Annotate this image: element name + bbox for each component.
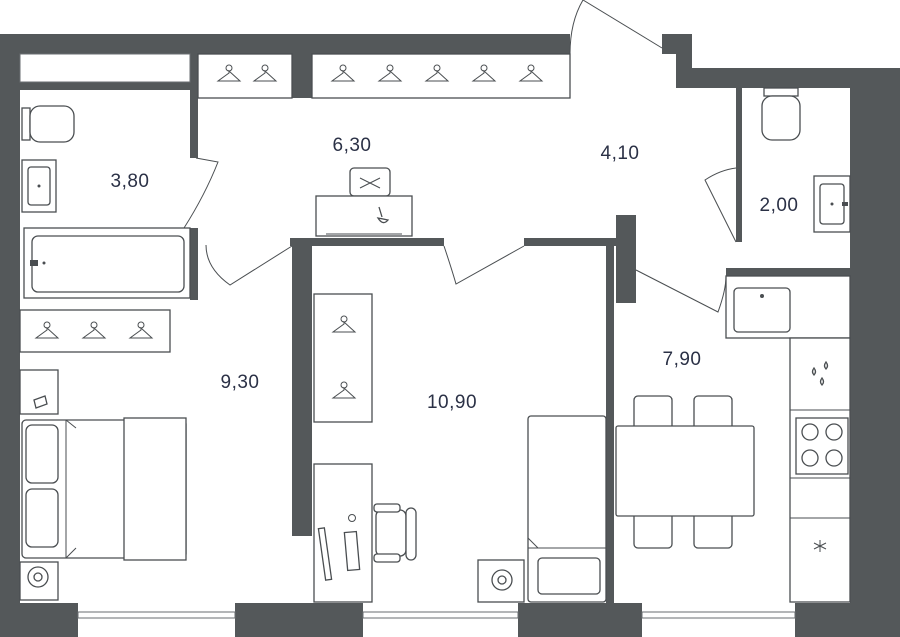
kitchen-sink-icon <box>725 275 851 339</box>
walls <box>0 34 900 637</box>
room-labels: 3,80 6,30 4,10 2,00 9,30 10,90 7,90 <box>111 135 799 413</box>
sink-icon <box>813 175 851 233</box>
dishwasher-icon <box>811 360 829 386</box>
hall-desk <box>315 167 413 237</box>
bedroom-2-desk <box>313 463 373 603</box>
room-area-hall: 6,30 <box>333 135 372 156</box>
chair-icon <box>693 395 733 431</box>
bathtub-icon <box>23 227 191 299</box>
bedroom-1-nightstand-2 <box>19 561 59 601</box>
double-bed-icon <box>21 417 187 561</box>
chair-icon <box>693 511 733 549</box>
chair-icon <box>349 167 391 197</box>
bathroom-fixtures <box>21 105 191 299</box>
wc-fixtures <box>761 87 851 233</box>
stove-icon <box>795 417 849 475</box>
chair-icon <box>633 395 673 431</box>
bedroom-2-wardrobe <box>313 293 373 423</box>
sink-icon <box>21 159 57 213</box>
room-area-kitchen: 7,90 <box>663 349 702 370</box>
doors <box>183 0 737 313</box>
bedroom-1-nightstand <box>19 369 59 415</box>
room-area-corridor: 4,10 <box>601 143 640 164</box>
room-area-bathroom: 3,80 <box>111 171 150 192</box>
room-area-wc: 2,00 <box>760 195 799 216</box>
dining-table <box>615 395 755 549</box>
toilet-icon <box>21 105 75 143</box>
chair-icon <box>633 511 673 549</box>
hall-wardrobe-1 <box>197 53 293 99</box>
fridge-icon <box>813 540 827 552</box>
office-chair-icon <box>373 503 417 563</box>
bedroom-1-wardrobe <box>19 309 171 353</box>
bedroom-2-nightstand <box>477 559 525 603</box>
room-area-bedroom-2: 10,90 <box>427 392 477 413</box>
toilet-icon <box>761 87 801 141</box>
single-bed-icon <box>527 415 607 603</box>
room-area-bedroom-1: 9,30 <box>221 372 260 393</box>
hall-wardrobe-2 <box>311 53 571 99</box>
windows <box>19 53 796 619</box>
